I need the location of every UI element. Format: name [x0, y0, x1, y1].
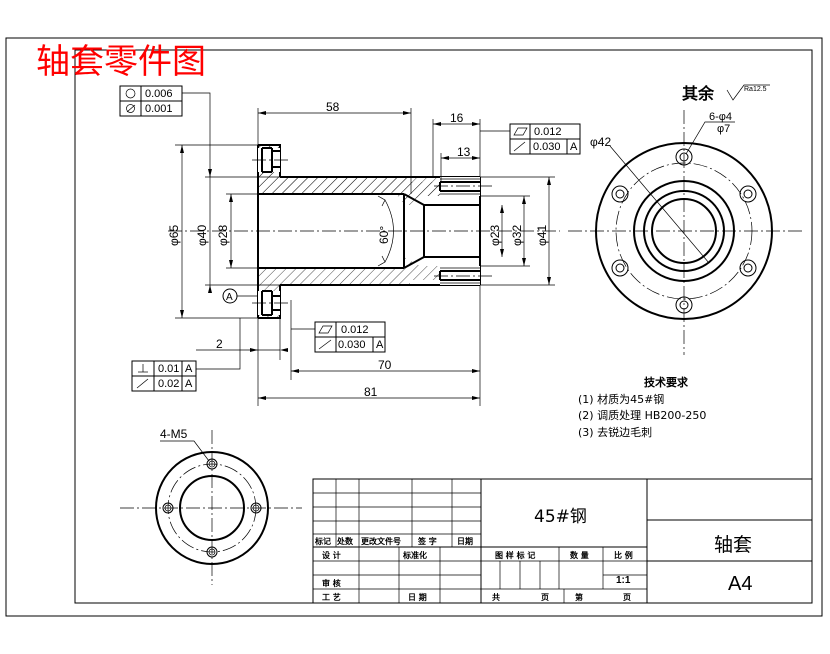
arrowheads — [180, 111, 551, 400]
tech-req-title: 技术要求 — [644, 375, 689, 389]
dim-60deg: 60° — [377, 226, 391, 244]
tb-design: 设 计 — [322, 550, 341, 560]
dim-m5: 4-M5 — [160, 427, 188, 441]
dim-58: 58 — [326, 100, 340, 114]
tolerance-frame-bottom-mid: 0.012 0.030 A — [291, 321, 386, 353]
tol-runout-datum: A — [185, 378, 193, 390]
tech-req-item-3: (3) 去锐边毛刺 — [578, 425, 652, 439]
roughness-label: 其余 — [682, 84, 715, 103]
tol-datum: A — [376, 339, 384, 351]
tb-page: 页 — [541, 593, 549, 602]
tech-req-item-2: (2) 调质处理 HB200-250 — [578, 409, 706, 422]
tolerance-frame-bottom-left: 0.01 A 0.02 A — [131, 318, 241, 392]
runout-arrow-icon — [136, 378, 149, 389]
dim-phi65: φ65 — [167, 225, 181, 246]
circularity-icon — [125, 88, 136, 99]
tol-flatness-value: 0.012 — [534, 126, 562, 138]
tol-runout-value: 0.02 — [158, 378, 179, 390]
tb-nth: 第 — [575, 592, 583, 602]
tb-file: 更改文件号 — [361, 536, 401, 546]
dim-81: 81 — [364, 385, 378, 399]
roughness-icon — [726, 84, 770, 101]
tol-runout-value: 0.030 — [338, 339, 366, 351]
title-scale: 1:1 — [616, 575, 631, 586]
title-block — [312, 478, 813, 604]
flatness-icon — [318, 325, 333, 334]
dim-70: 70 — [378, 358, 392, 372]
title-part-name: 轴套 — [714, 534, 752, 556]
dim-phi32: φ32 — [510, 225, 524, 246]
tb-mark: 标记 — [314, 536, 331, 546]
tb-ratio: 比 例 — [614, 550, 633, 560]
tb-sign: 签 字 — [417, 536, 437, 546]
flatness-icon — [513, 127, 528, 136]
title-paper-size: A4 — [728, 573, 752, 595]
tb-date2: 日 期 — [408, 592, 427, 602]
dim-13: 13 — [457, 145, 471, 159]
tol-runout-value: 0.001 — [145, 103, 173, 115]
runout-arrow-icon — [513, 141, 526, 152]
dim-phi40: φ40 — [195, 225, 209, 246]
end-view-right — [568, 110, 803, 355]
tb-standard: 标准化 — [402, 550, 427, 560]
dim-6-holes: 6-φ4 — [709, 111, 732, 123]
tolerance-frame-top-right: 0.012 0.030 A — [480, 123, 581, 155]
dim-phi41: φ41 — [535, 225, 549, 246]
tolerance-frame-top-left: 0.006 0.001 — [119, 85, 211, 177]
end-view-left — [120, 430, 302, 585]
tb-page2: 页 — [623, 593, 631, 602]
tol-flatness-value: 0.012 — [341, 324, 369, 336]
tol-perp-value: 0.01 — [158, 363, 179, 375]
dimension-lines — [175, 108, 555, 406]
tb-total: 共 — [492, 592, 500, 602]
tb-stage: 图 样 标 记 — [495, 550, 535, 560]
tol-perp-datum: A — [185, 363, 193, 375]
roughness-value: Ra12.5 — [744, 86, 767, 93]
dim-phi42: φ42 — [590, 135, 611, 149]
tb-date: 日期 — [457, 536, 473, 546]
section-view — [168, 144, 560, 319]
title-material: 45#钢 — [534, 507, 587, 527]
outer-border — [5, 37, 823, 617]
tb-qty: 数 量 — [570, 550, 589, 560]
tb-craft: 工 艺 — [322, 592, 341, 602]
dim-16: 16 — [450, 111, 464, 125]
tb-check: 审 核 — [322, 578, 341, 588]
tb-count: 处数 — [336, 536, 354, 546]
tol-runout-value: 0.030 — [533, 141, 561, 153]
drawing-title: 轴套零件图 — [36, 42, 206, 82]
dim-phi7: φ7 — [717, 123, 730, 135]
tol-circularity-value: 0.006 — [145, 88, 173, 100]
runout-arrow-icon — [318, 339, 332, 350]
dim-2: 2 — [216, 337, 223, 351]
runout-icon — [126, 104, 135, 113]
datum-a-label: A — [226, 292, 233, 303]
tol-datum: A — [570, 141, 578, 153]
dim-phi28: φ28 — [216, 225, 230, 246]
dim-phi23: φ23 — [488, 225, 502, 246]
tech-req-item-1: (1) 材质为45#钢 — [578, 392, 664, 406]
